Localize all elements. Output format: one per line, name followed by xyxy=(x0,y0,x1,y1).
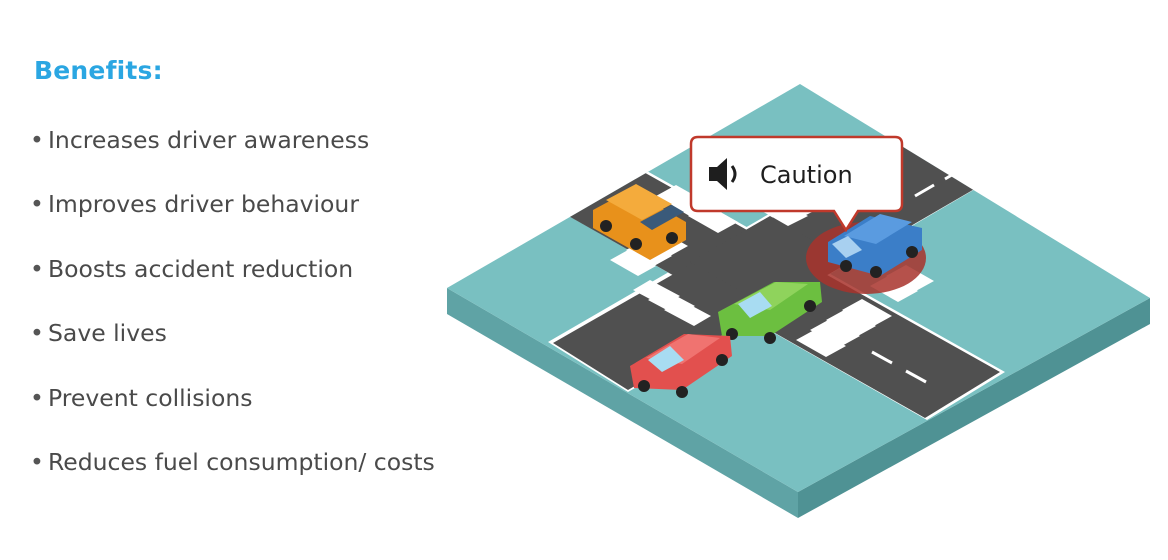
slab-side-left xyxy=(447,288,798,518)
red-car xyxy=(630,334,732,398)
slab-side-right xyxy=(798,298,1150,518)
orange-car xyxy=(593,184,686,260)
green-car xyxy=(718,282,822,344)
benefits-title: Benefits: xyxy=(34,56,163,85)
bullet-icon: • xyxy=(30,126,44,154)
benefits-list: •Increases driver awareness •Improves dr… xyxy=(30,126,435,512)
caution-text: Caution xyxy=(760,161,853,189)
speaker-icon xyxy=(709,158,737,190)
bullet-icon: • xyxy=(30,383,44,412)
list-item-text: Reduces fuel consumption/ costs xyxy=(48,447,435,476)
list-item-text: Save lives xyxy=(48,319,167,348)
list-item: •Reduces fuel consumption/ costs xyxy=(30,448,435,512)
blue-car xyxy=(828,214,922,278)
list-item-text: Improves driver behaviour xyxy=(48,190,359,219)
list-item: •Prevent collisions xyxy=(30,384,435,448)
bullet-icon: • xyxy=(30,190,44,219)
list-item: •Boosts accident reduction xyxy=(30,255,435,319)
list-item-text: Increases driver awareness xyxy=(48,126,370,154)
lane-markings xyxy=(871,167,963,384)
list-item-text: Prevent collisions xyxy=(48,383,253,412)
list-item: •Increases driver awareness xyxy=(30,126,435,190)
bullet-icon: • xyxy=(30,447,44,476)
list-item: •Improves driver behaviour xyxy=(30,190,435,254)
caution-callout: Caution xyxy=(689,135,904,233)
list-item-text: Boosts accident reduction xyxy=(48,254,354,283)
bullet-icon: • xyxy=(30,319,44,348)
bullet-icon: • xyxy=(30,254,44,283)
list-item: •Save lives xyxy=(30,319,435,383)
